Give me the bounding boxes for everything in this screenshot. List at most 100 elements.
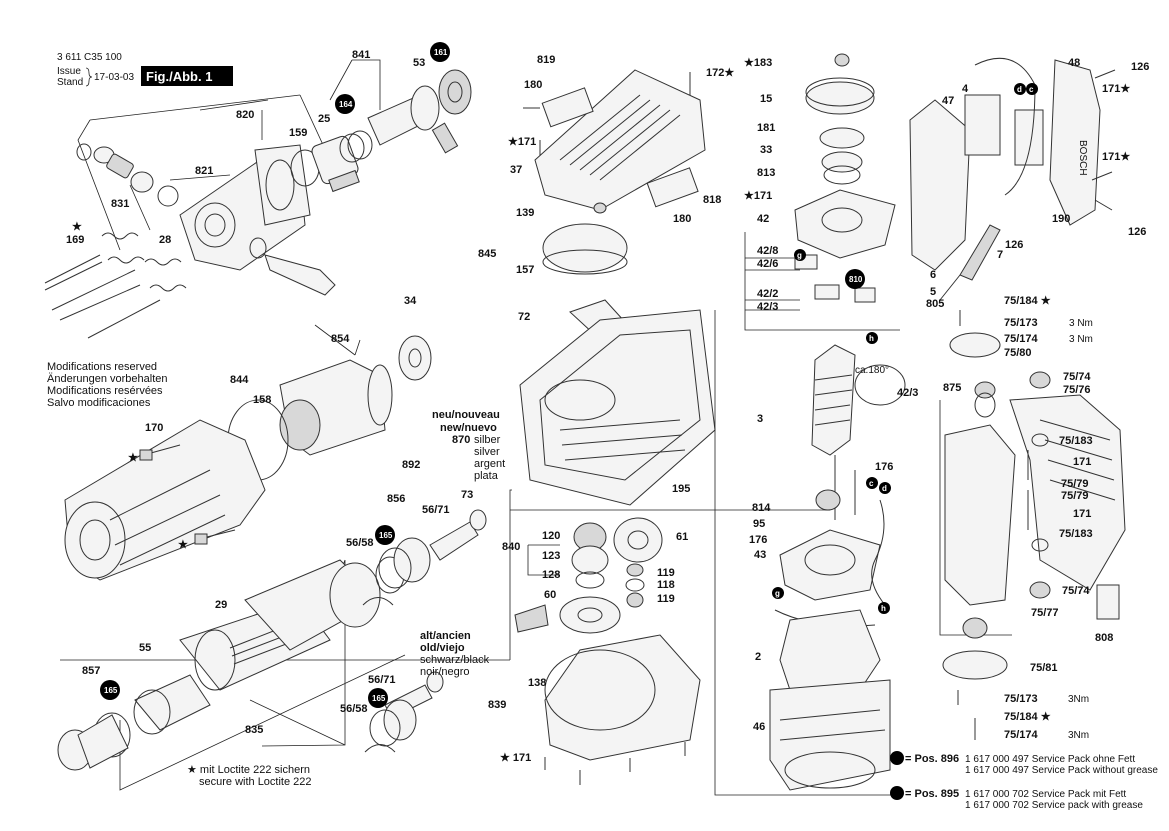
label-171g: 171 bbox=[1073, 508, 1091, 520]
top-cover-part bbox=[534, 69, 706, 211]
new-color-3: argent bbox=[474, 458, 505, 470]
modifications-note-3: Modifications resérvées bbox=[47, 385, 163, 397]
label-870: 870 bbox=[452, 434, 470, 446]
label-139: 139 bbox=[516, 207, 534, 219]
svg-text:3Nm: 3Nm bbox=[1068, 730, 1089, 741]
label-819: 819 bbox=[537, 54, 555, 66]
label-75-76: 75/76 bbox=[1063, 384, 1091, 396]
part-labels: 819 172★ 180 ★171 37 818 180 139 845 157… bbox=[66, 49, 1149, 764]
label-75-183b: 75/183 bbox=[1059, 528, 1093, 540]
new-version-1: neu/nouveau bbox=[432, 409, 500, 421]
label-856: 856 bbox=[387, 493, 405, 505]
label-805: 805 bbox=[926, 298, 944, 310]
o-ring-part bbox=[76, 143, 92, 161]
label-75-173a: 75/173 bbox=[1004, 317, 1038, 329]
label-171d: 171★ bbox=[1102, 83, 1130, 95]
service-pack-pos-896: = Pos. 896 bbox=[905, 753, 959, 765]
label-180b: 180 bbox=[673, 213, 691, 225]
svg-text:161: 161 bbox=[434, 48, 448, 57]
old-version-2: old/viejo bbox=[420, 642, 465, 654]
label-37: 37 bbox=[510, 164, 522, 176]
new-color-1: silber bbox=[474, 434, 501, 446]
label-195: 195 bbox=[672, 483, 690, 495]
label-118: 118 bbox=[657, 579, 675, 591]
main-handle-part bbox=[944, 424, 1016, 606]
label-821: 821 bbox=[195, 165, 213, 177]
svg-text:★: ★ bbox=[128, 452, 138, 464]
issue-date: 17-03-03 bbox=[94, 72, 134, 83]
label-34: 34 bbox=[404, 295, 417, 307]
label-128: 128 bbox=[542, 569, 560, 581]
service-pack-895-line1: 1 617 000 702 Service Pack mit Fett bbox=[965, 789, 1126, 800]
label-75-184a: 75/184 ★ bbox=[1004, 295, 1051, 307]
label-42-3b: 42/3 bbox=[897, 387, 918, 399]
issue-brace bbox=[85, 67, 93, 87]
label-4: 4 bbox=[962, 83, 969, 95]
label-55: 55 bbox=[139, 642, 151, 654]
modifications-note-2: Änderungen vorbehalten bbox=[47, 373, 167, 385]
label-43: 43 bbox=[754, 549, 766, 561]
rotation-note: ca.180° bbox=[855, 365, 889, 376]
label-170: 170 bbox=[145, 422, 163, 434]
gearbox-group bbox=[514, 69, 716, 785]
label-75-173b: 75/173 bbox=[1004, 693, 1038, 705]
svg-text:810: 810 bbox=[849, 275, 863, 284]
label-835: 835 bbox=[245, 724, 263, 736]
issue-label: Issue bbox=[57, 66, 81, 77]
label-892: 892 bbox=[402, 459, 420, 471]
label-138: 138 bbox=[528, 677, 546, 689]
tool-holder-group bbox=[64, 324, 432, 581]
label-820: 820 bbox=[236, 109, 254, 121]
label-46: 46 bbox=[753, 721, 765, 733]
modifications-note-4: Salvo modificaciones bbox=[47, 397, 151, 409]
label-126b: 126 bbox=[1128, 226, 1146, 238]
label-171a: ★171 bbox=[508, 136, 536, 148]
new-color-4: plata bbox=[474, 470, 499, 482]
label-157: 157 bbox=[516, 264, 534, 276]
gearbox-housing-part bbox=[519, 309, 716, 506]
label-171c: ★171 bbox=[744, 190, 772, 202]
label-840: 840 bbox=[502, 541, 520, 553]
label-180a: 180 bbox=[524, 79, 542, 91]
svg-text:165: 165 bbox=[104, 686, 118, 695]
label-841: 841 bbox=[352, 49, 370, 61]
label-176b: 176 bbox=[749, 534, 767, 546]
svg-text:3 Nm: 3 Nm bbox=[1069, 334, 1093, 345]
label-176a: 176 bbox=[875, 461, 893, 473]
label-75-81: 75/81 bbox=[1030, 662, 1058, 674]
old-version-1: alt/ancien bbox=[420, 630, 471, 642]
label-181: 181 bbox=[757, 122, 775, 134]
label-126a: 126 bbox=[1131, 61, 1149, 73]
new-color-2: silver bbox=[474, 446, 500, 458]
label-28: 28 bbox=[159, 234, 171, 246]
spring-set-part bbox=[101, 232, 187, 292]
label-61: 61 bbox=[676, 531, 688, 543]
hammer-mechanism-group bbox=[44, 59, 472, 339]
badges: 161 164 165 165 165 810 g h c d g h d c bbox=[100, 42, 1038, 708]
label-29: 29 bbox=[215, 599, 227, 611]
label-171e: 171★ bbox=[1102, 151, 1130, 163]
label-813: 813 bbox=[757, 167, 775, 179]
label-5: 5 bbox=[930, 286, 936, 298]
label-171f: 171 bbox=[1073, 456, 1091, 468]
figure-label: Fig./Abb. 1 bbox=[146, 69, 212, 84]
svg-text:164: 164 bbox=[339, 100, 353, 109]
label-839: 839 bbox=[488, 699, 506, 711]
label-star-169: ★ bbox=[72, 221, 82, 233]
label-75-79a: 75/79 bbox=[1061, 478, 1089, 490]
label-3: 3 bbox=[757, 413, 763, 425]
handle-half-part bbox=[1049, 59, 1101, 226]
label-75-183a: 75/183 bbox=[1059, 435, 1093, 447]
label-119b: 119 bbox=[657, 593, 675, 605]
label-123: 123 bbox=[542, 550, 560, 562]
label-75-174b: 75/174 bbox=[1004, 729, 1039, 741]
label-7: 7 bbox=[997, 249, 1003, 261]
rear-grip-part bbox=[1009, 394, 1126, 591]
svg-text:★: ★ bbox=[178, 539, 188, 551]
label-25: 25 bbox=[318, 113, 330, 125]
svg-text:c: c bbox=[869, 479, 874, 488]
label-53: 53 bbox=[413, 57, 425, 69]
handle-group: BOSCH bbox=[909, 57, 1126, 740]
